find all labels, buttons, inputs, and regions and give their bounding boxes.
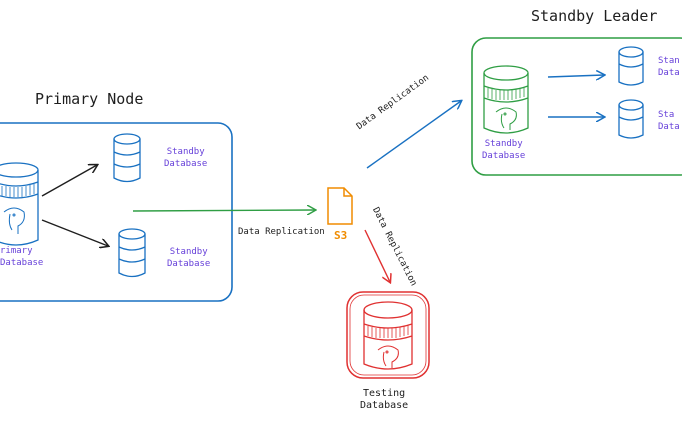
standby-leader-database-label: Standby Database [482, 138, 525, 162]
replica-database-label: Stan Data [658, 55, 680, 79]
arrow-icon [547, 75, 604, 77]
testing-database-icon [363, 301, 413, 370]
arrow-icon [132, 210, 315, 211]
testing-database-label-line2: Database [360, 400, 409, 411]
standby-leader-container [471, 37, 682, 176]
arrow-icon [41, 219, 108, 246]
testing-database-frame [346, 291, 430, 379]
standby-database-label: Standby Database [167, 246, 210, 270]
replica-database-label-line2: Data [658, 68, 680, 78]
replica-database-icon [618, 99, 644, 139]
primary-database-label-line2: Database [0, 258, 44, 268]
replica-database-label-line2: Data [658, 122, 680, 132]
standby-database-label-line1: Standby [169, 247, 208, 257]
standby-database-label-line2: Database [167, 259, 211, 269]
primary-database-label: rimary Database [0, 245, 43, 269]
standby-database-label-line1: Standby [166, 147, 205, 157]
replica-database-label: Sta Data [658, 109, 680, 133]
replica-database-label-line1: Stan [658, 56, 680, 66]
arrow-icon [366, 101, 461, 169]
postgres-elephant-icon [3, 207, 25, 234]
standby-database-icon [113, 133, 141, 183]
standby-database-label: Standby Database [164, 146, 207, 170]
arrow-icon [364, 229, 390, 282]
postgres-elephant-icon [377, 345, 399, 368]
standby-database-label-line2: Database [164, 159, 208, 169]
testing-database-frame-inner [349, 294, 427, 376]
standby-leader-database-label-line1: Standby [484, 139, 523, 149]
standby-leader-database-icon [483, 65, 529, 134]
replica-database-label-line1: Sta [658, 110, 675, 120]
s3-label: S3 [334, 229, 348, 242]
standby-database-icon [118, 228, 146, 278]
replica-database-icon [618, 46, 644, 86]
arrow-icon [41, 165, 97, 197]
edge-label-primary-s3: Data Replication [238, 227, 325, 237]
primary-database-label-line1: rimary [0, 246, 33, 256]
testing-database-label-line1: Testing [363, 388, 406, 399]
standby-leader-title: Standby Leader [531, 7, 658, 25]
primary-node-container [0, 122, 233, 302]
postgres-elephant-icon [495, 107, 517, 130]
standby-leader-database-label-line2: Database [482, 151, 526, 161]
file-icon [327, 187, 353, 225]
primary-database-icon [0, 162, 39, 246]
primary-node-title: Primary Node [35, 90, 144, 108]
testing-database-label: Testing Database [360, 388, 408, 412]
